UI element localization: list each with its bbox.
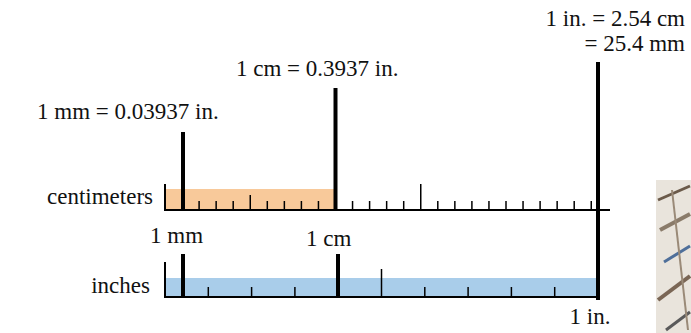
conversion-note: 1 cm = 0.3937 in.: [236, 56, 398, 82]
marker-lines: [183, 62, 598, 300]
unit-label: 1 mm: [150, 223, 203, 249]
inch-ruler: [165, 262, 598, 298]
conversion-note: 1 in. = 2.54 cm: [546, 6, 685, 32]
scale-name: centimeters: [47, 184, 153, 210]
centimeter-ruler: [165, 184, 610, 211]
photo-fragment: [656, 180, 691, 333]
conversion-note: = 25.4 mm: [584, 31, 685, 57]
unit-label: 1 in.: [570, 304, 611, 330]
unit-label: 1 cm: [306, 226, 351, 252]
scale-name: inches: [91, 273, 150, 299]
conversion-note: 1 mm = 0.03937 in.: [37, 99, 219, 125]
